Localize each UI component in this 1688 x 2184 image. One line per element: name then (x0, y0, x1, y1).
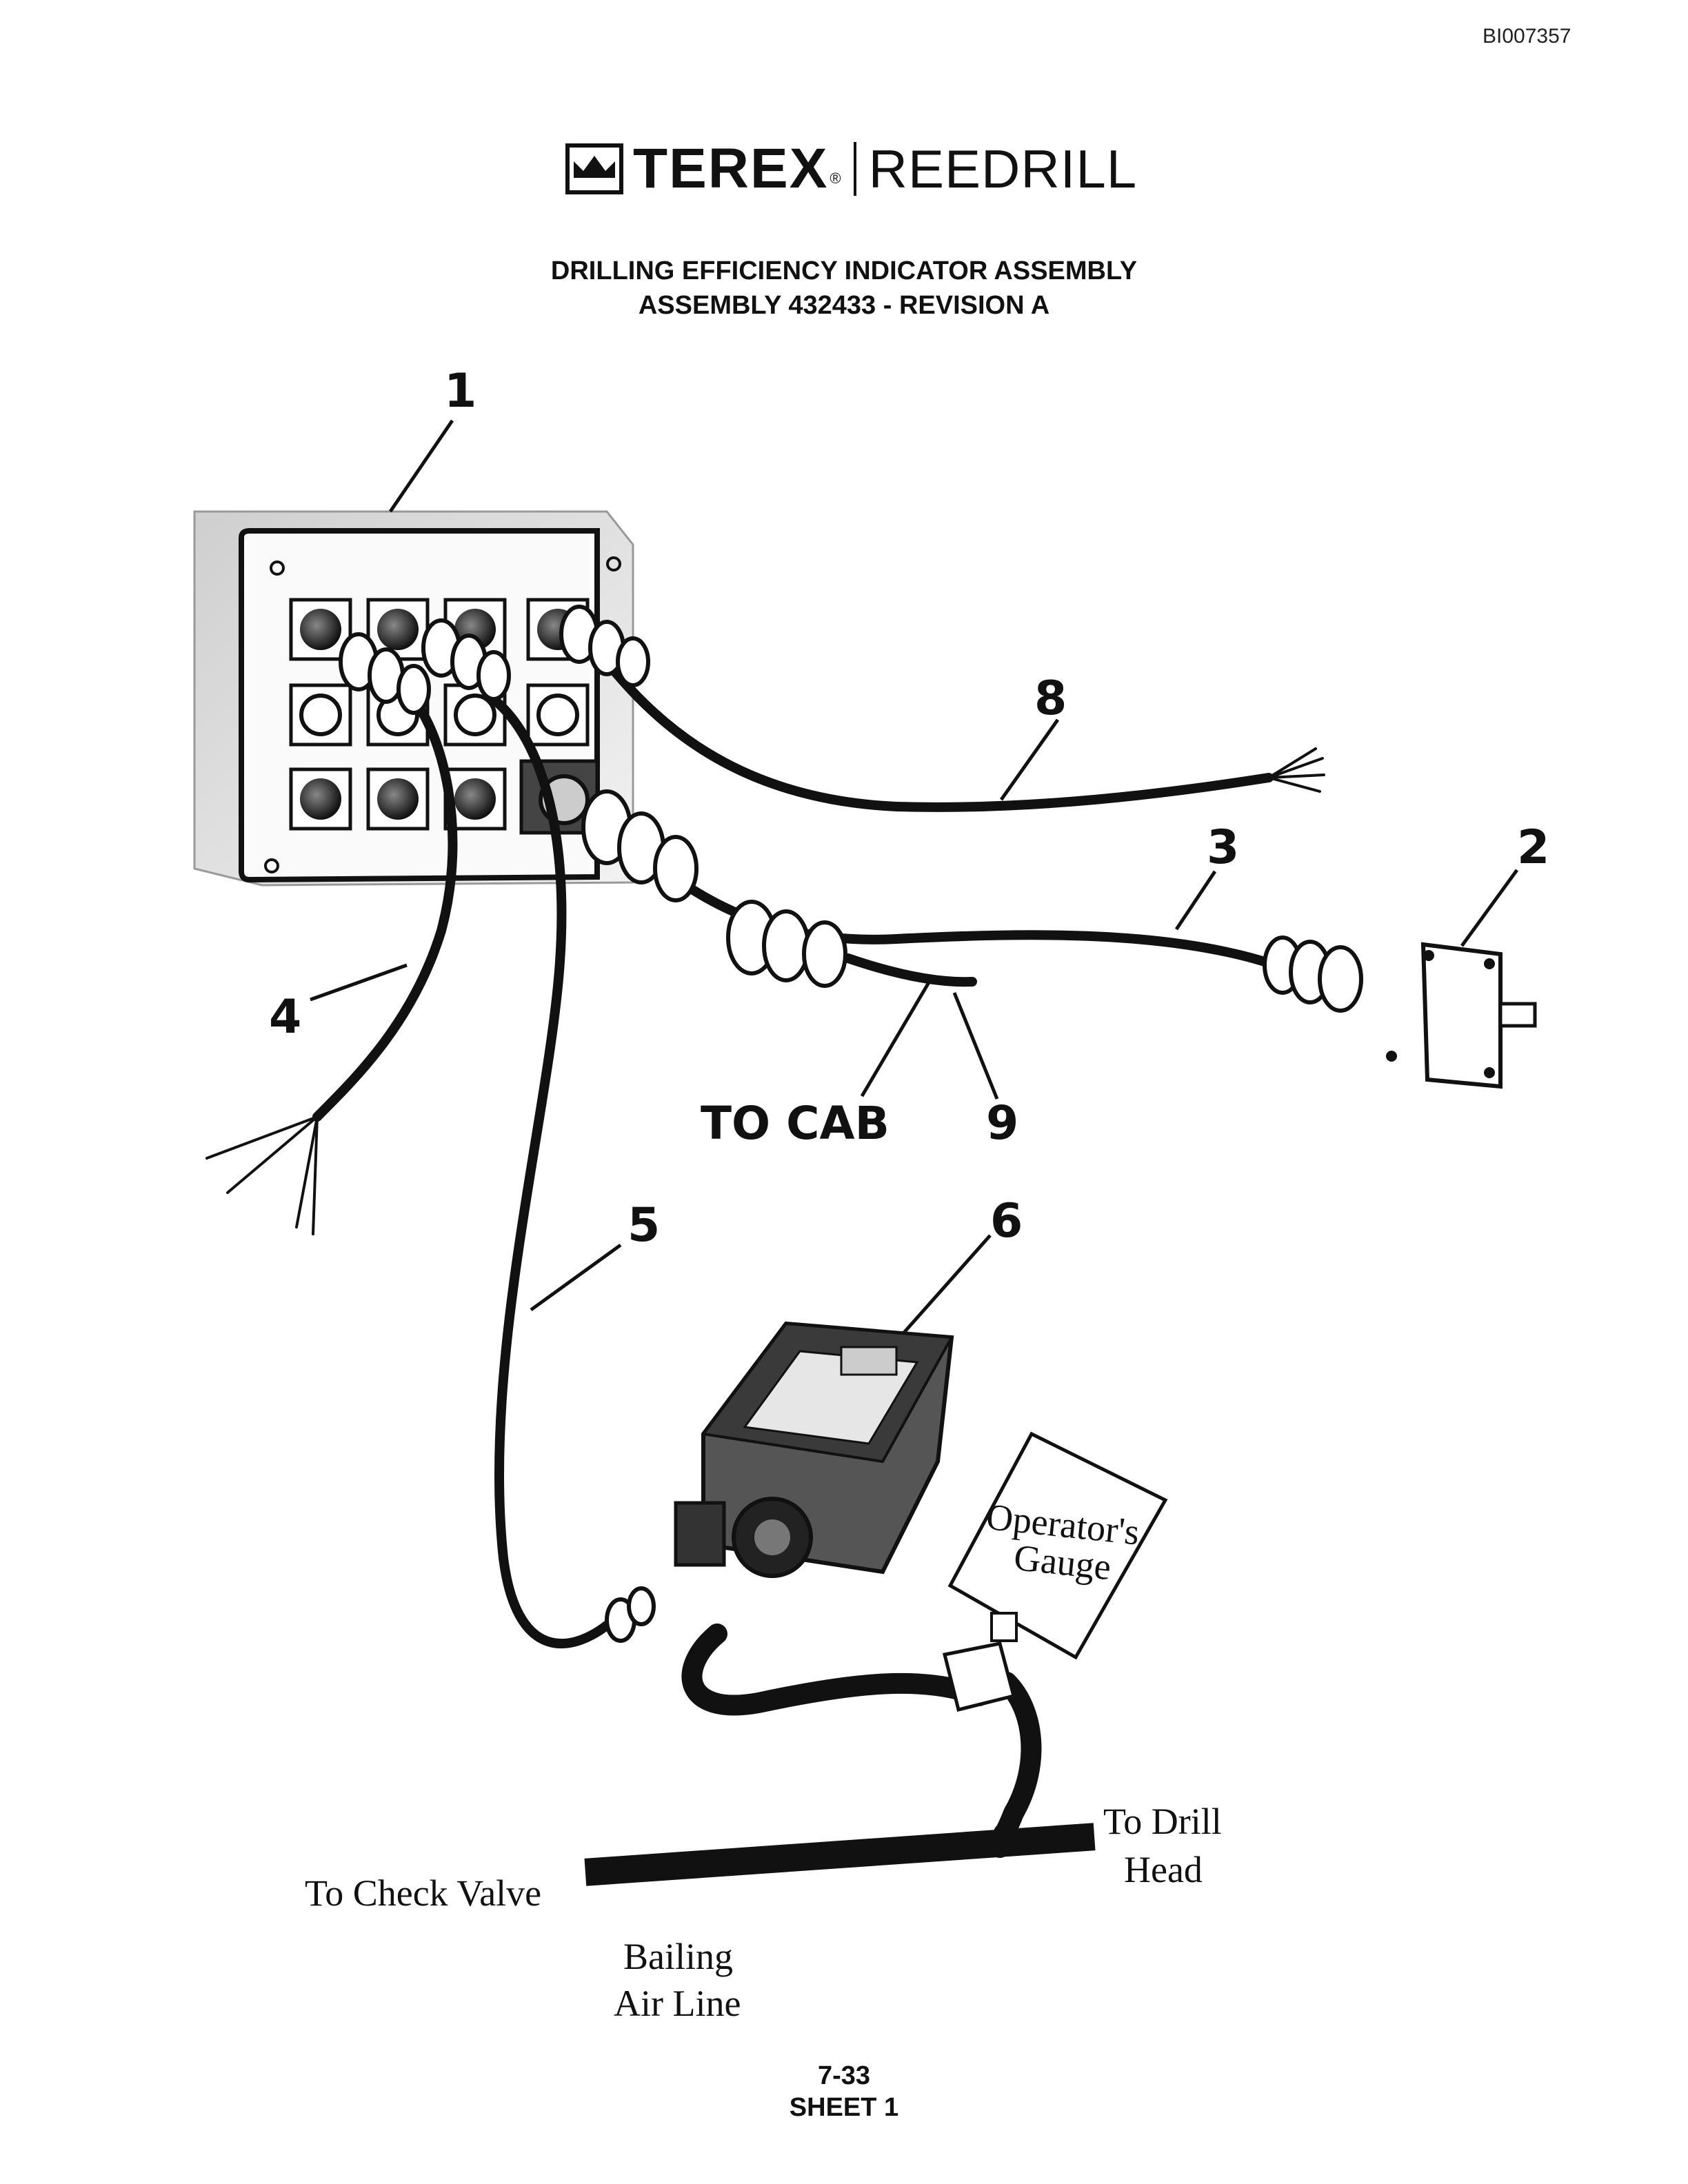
to-drill-head-label-line1: To Drill (1103, 1801, 1222, 1842)
callout-9: 9 (986, 1096, 1018, 1151)
callout-3: 3 (1207, 820, 1239, 875)
sensor-plate (1386, 942, 1537, 1089)
cable-plugs (339, 605, 1363, 1643)
document-id: BI007357 (1483, 25, 1571, 48)
brand-separator (853, 142, 856, 196)
assembly-number: ASSEMBLY 432433 - REVISION A (638, 291, 1050, 320)
pressure-switch-box (674, 1321, 954, 1578)
brand-name: TEREX (633, 137, 829, 200)
leader-lines (310, 419, 1519, 1335)
crown-logo-icon (565, 143, 623, 194)
callout-5: 5 (627, 1198, 660, 1253)
gauge-label-line2: Gauge (1012, 1537, 1113, 1588)
to-drill-head-label-line2: Head (1124, 1849, 1203, 1890)
callout-8: 8 (1034, 671, 1067, 726)
brand-logo: TEREX ® REEDRILL (565, 137, 1138, 200)
to-cab-label: TO CAB (701, 1097, 890, 1150)
bailing-label-line2: Air Line (614, 1983, 741, 2024)
callout-1: 1 (444, 364, 476, 418)
callout-4: 4 (269, 990, 301, 1044)
bailing-label-line1: Bailing (623, 1936, 733, 1977)
brand-subname: REEDRILL (868, 138, 1138, 199)
document-title: DRILLING EFFICIENCY INDICATOR ASSEMBLY (550, 256, 1138, 285)
callout-2: 2 (1517, 820, 1549, 875)
callout-6: 6 (990, 1194, 1023, 1248)
sheet-number: SHEET 1 (789, 2093, 899, 2122)
registered-mark: ® (830, 170, 841, 187)
bailing-air-line (584, 1823, 1096, 1886)
operators-gauge (942, 1431, 1168, 1712)
to-check-valve-label: To Check Valve (305, 1872, 541, 1914)
page-number: 7-33 (817, 2061, 871, 2090)
